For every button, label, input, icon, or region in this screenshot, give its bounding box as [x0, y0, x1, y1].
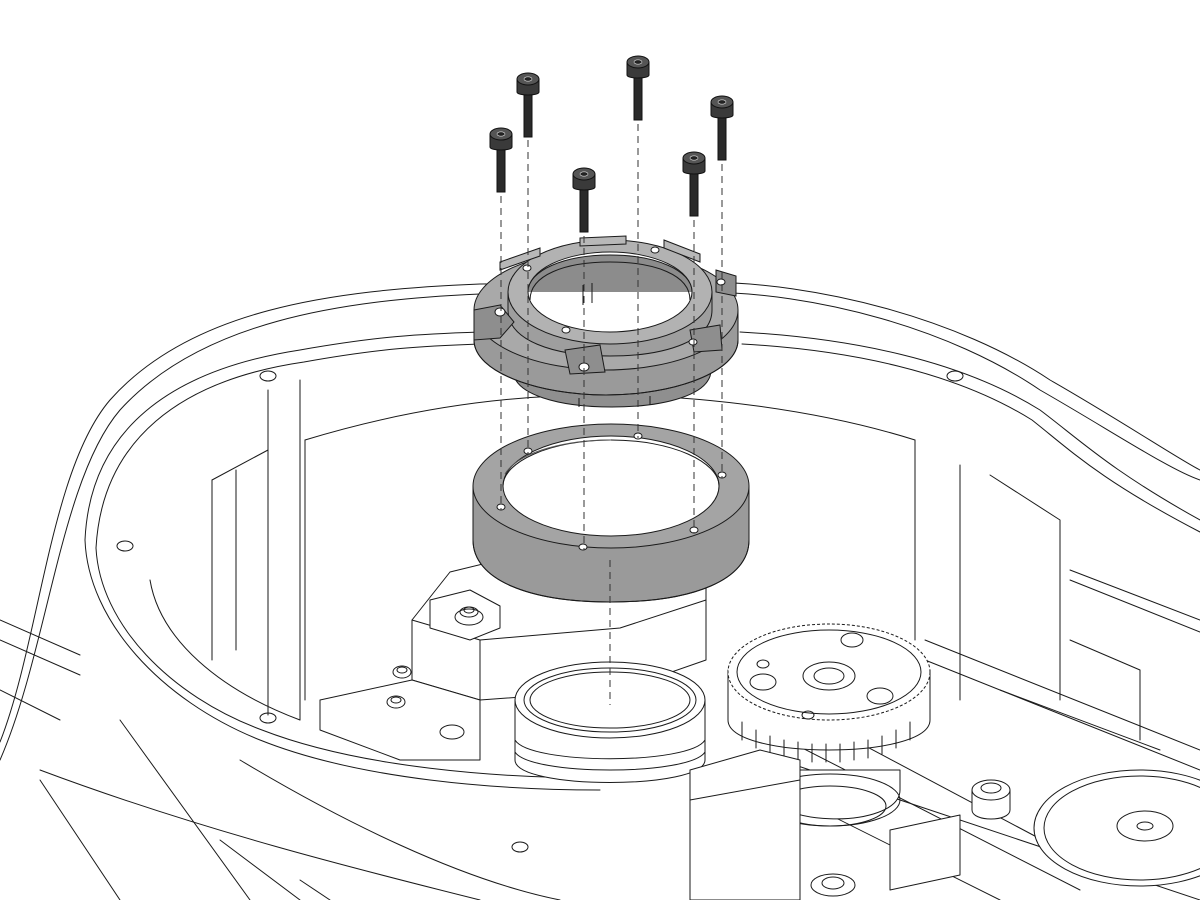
rim-hole: [116, 540, 134, 552]
cap-screw: [626, 55, 650, 121]
cap-screw: [682, 151, 706, 217]
alignment-lines: [500, 124, 723, 705]
rim-hole: [511, 841, 529, 853]
housing: [0, 281, 1200, 900]
rim-hole: [259, 712, 277, 724]
block-screw: [454, 606, 484, 626]
cap-screw: [710, 95, 734, 161]
cap-screw: [489, 127, 513, 193]
lower-spacer-ring: [472, 423, 750, 603]
lower-screw: [810, 873, 856, 897]
cap-screw: [516, 72, 540, 138]
cap-screw: [572, 167, 596, 233]
rim-hole: [259, 370, 277, 382]
rim-hole: [946, 370, 964, 382]
upper-clamp-ring: [473, 235, 739, 408]
right-pulley: [1033, 769, 1200, 887]
cap-screws: [489, 55, 734, 233]
tensioner-screw: [971, 779, 1011, 820]
bearing-cup: [514, 661, 706, 783]
lower-frame: [689, 749, 961, 900]
